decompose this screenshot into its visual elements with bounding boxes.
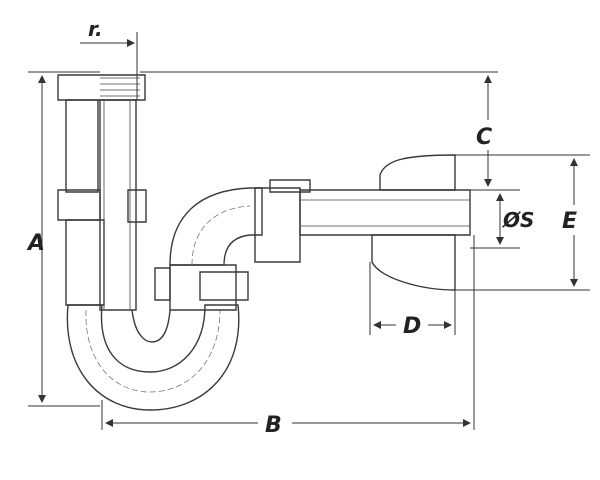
label-c: C xyxy=(476,125,492,150)
label-a: A xyxy=(26,231,45,256)
dimension-a: A xyxy=(26,71,100,407)
dimension-r: r. xyxy=(80,17,138,100)
siphon-body xyxy=(57,74,471,411)
label-r: r. xyxy=(88,17,103,41)
dimension-d: D xyxy=(369,262,456,339)
label-e: E xyxy=(562,209,577,234)
label-b: B xyxy=(265,413,282,438)
dimension-c: C xyxy=(476,75,492,187)
dimension-s: ØS xyxy=(470,189,534,249)
label-s: ØS xyxy=(502,208,534,232)
label-d: D xyxy=(403,314,421,339)
dimension-e: E xyxy=(455,154,590,291)
dimension-b: B xyxy=(101,235,475,438)
